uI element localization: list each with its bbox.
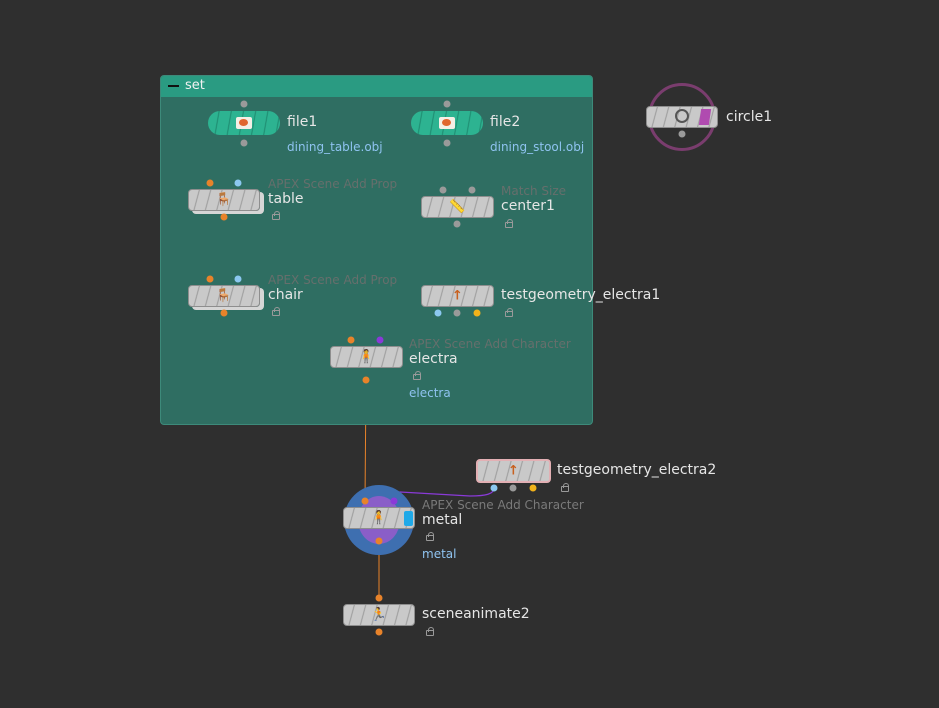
node-file2[interactable] — [411, 111, 483, 135]
node-label: metal — [422, 512, 463, 528]
node-comment: metal — [422, 547, 457, 561]
node-type-label: Match Size — [501, 184, 567, 198]
node-type-label: APEX Scene Add Character — [422, 498, 584, 512]
node-label: circle1 — [726, 109, 773, 125]
node-comment: dining_table.obj — [287, 140, 383, 154]
electra-input-port[interactable] — [347, 336, 355, 344]
node-comment: dining_stool.obj — [490, 140, 585, 154]
node-testgeometry-electra2[interactable]: ↑ — [476, 459, 551, 483]
lock-icon[interactable] — [505, 308, 513, 317]
node-comment: electra — [409, 386, 451, 400]
node-label: table — [268, 191, 304, 207]
apex-character-icon: 🧍 — [370, 510, 388, 526]
chair-output-port[interactable] — [220, 309, 228, 317]
match-size-icon: 📏 — [449, 199, 466, 215]
file2-input-port[interactable] — [443, 100, 451, 108]
testgeometry-electra2-output-port[interactable] — [509, 484, 517, 492]
table-output-port[interactable] — [220, 213, 228, 221]
node-chair[interactable]: 🪑 — [188, 285, 260, 307]
node-label: testgeometry_electra2 — [557, 462, 717, 478]
node-type-label: APEX Scene Add Prop — [268, 273, 398, 287]
chair-input-port[interactable] — [206, 275, 214, 283]
sceneanimate2-output-port[interactable] — [375, 628, 383, 636]
node-label: chair — [268, 287, 303, 303]
table-input-port[interactable] — [206, 179, 214, 187]
test-geometry-icon: ↑ — [508, 463, 519, 479]
node-label: electra — [409, 351, 458, 367]
node-file1[interactable] — [208, 111, 280, 135]
node-type-label: APEX Scene Add Character — [409, 337, 571, 351]
lock-icon[interactable] — [413, 371, 421, 380]
node-circle1[interactable] — [646, 106, 718, 128]
table-input-port[interactable] — [234, 179, 242, 187]
node-label: file2 — [490, 114, 521, 130]
lock-icon[interactable] — [272, 211, 280, 220]
node-label: center1 — [501, 198, 555, 214]
circle-icon — [675, 109, 689, 123]
file-icon — [439, 117, 455, 129]
testgeometry-electra2-output-port[interactable] — [529, 484, 537, 492]
center1-input-port[interactable] — [468, 186, 476, 194]
chair-input-port[interactable] — [234, 275, 242, 283]
node-label: sceneanimate2 — [422, 606, 530, 622]
testgeometry-electra1-output-port[interactable] — [453, 309, 461, 317]
lock-icon[interactable] — [426, 532, 434, 541]
electra-input-port[interactable] — [376, 336, 384, 344]
display-flag[interactable] — [404, 511, 413, 526]
file1-input-port[interactable] — [240, 100, 248, 108]
lock-icon[interactable] — [505, 219, 513, 228]
testgeometry-electra1-output-port[interactable] — [434, 309, 442, 317]
test-geometry-icon: ↑ — [452, 288, 463, 304]
node-sceneanimate2[interactable]: 🏃 — [343, 604, 415, 626]
metal-output-port[interactable] — [375, 537, 383, 545]
node-label: testgeometry_electra1 — [501, 287, 661, 303]
node-table[interactable]: 🪑 — [188, 189, 260, 211]
lock-icon[interactable] — [426, 627, 434, 636]
file-icon — [236, 117, 252, 129]
apex-character-icon: 🧍 — [358, 349, 375, 365]
metal-input-port[interactable] — [361, 497, 369, 505]
center1-input-port[interactable] — [439, 186, 447, 194]
testgeometry-electra2-output-port[interactable] — [490, 484, 498, 492]
center1-output-port[interactable] — [453, 220, 461, 228]
node-label: file1 — [287, 114, 318, 130]
electra-output-port[interactable] — [362, 376, 370, 384]
lock-icon[interactable] — [272, 307, 280, 316]
circle1-output-port[interactable] — [678, 130, 686, 138]
network-box-title: set — [185, 78, 205, 93]
node-electra[interactable]: 🧍 — [330, 346, 403, 368]
lock-icon[interactable] — [561, 483, 569, 492]
template-flag[interactable] — [698, 109, 712, 125]
scene-animate-icon: 🏃 — [370, 607, 388, 623]
metal-input-port[interactable] — [390, 497, 398, 505]
node-type-label: APEX Scene Add Prop — [268, 177, 398, 191]
apex-prop-icon: 🪑 — [215, 288, 233, 304]
node-metal[interactable]: 🧍 — [343, 507, 415, 529]
collapse-icon[interactable] — [168, 85, 179, 87]
apex-prop-icon: 🪑 — [215, 192, 233, 208]
network-box-header[interactable]: set — [161, 76, 592, 97]
testgeometry-electra1-output-port[interactable] — [473, 309, 481, 317]
file1-output-port[interactable] — [240, 139, 248, 147]
node-testgeometry-electra1[interactable]: ↑ — [421, 285, 494, 307]
file2-output-port[interactable] — [443, 139, 451, 147]
node-center1[interactable]: 📏 — [421, 196, 494, 218]
sceneanimate2-input-port[interactable] — [375, 594, 383, 602]
